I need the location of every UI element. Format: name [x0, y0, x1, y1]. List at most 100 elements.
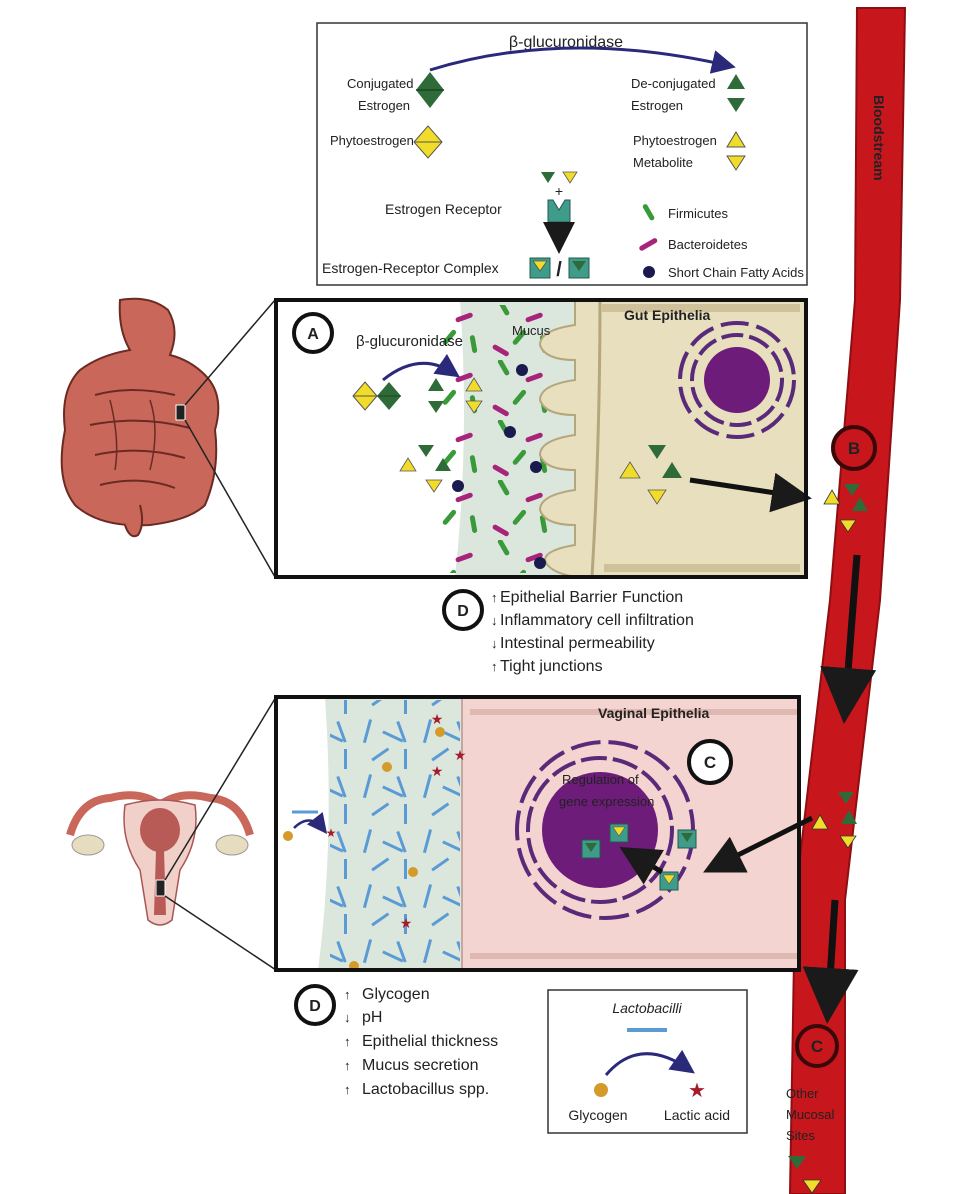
- gut-effect-text-2: Inflammatory cell infiltration: [500, 612, 694, 629]
- lacto-legend-box: [547, 989, 748, 1134]
- vag-zoom-line-bottom: [164, 895, 277, 971]
- blood-triangle-down-green: [788, 1156, 806, 1169]
- vag-effect-text-5: Lactobacillus spp.: [362, 1081, 489, 1098]
- complex-yellow-icon: [529, 257, 551, 279]
- gut-marker-d-circle: [442, 589, 484, 631]
- legend-deconj-l1: De-conjugated: [631, 76, 716, 91]
- conjugated-estrogen-icon: [416, 72, 444, 108]
- deconj-triangle-down-icon: [727, 98, 745, 112]
- gut-zoom-line-bottom: [184, 419, 276, 578]
- blood-estrogen-group-1: [823, 484, 868, 533]
- vag-effect-text-4: Mucus secretion: [362, 1057, 479, 1074]
- lacto-glycogen-label: Glycogen: [568, 1107, 627, 1123]
- vag-effect-arrow-5: ↑: [344, 1082, 351, 1097]
- vag-receptor-complexes: [581, 823, 697, 891]
- vag-effect-arrow-3: ↑: [344, 1034, 351, 1049]
- nucleus-text-line1: Regulation of: [562, 772, 639, 787]
- legend-phyto-label: Phytoestrogen: [330, 133, 414, 148]
- gut-cell-wall: [590, 299, 602, 578]
- glycogen-icon: [594, 1083, 608, 1097]
- svg-text:★: ★: [326, 826, 337, 840]
- receptor-ligand-green-icon: [541, 172, 555, 183]
- legend-phyto-meta-l2: Metabolite: [633, 155, 693, 170]
- bloodstream-label: Bloodstream: [871, 95, 887, 181]
- gut-effect-text-1: Epithelial Barrier Function: [500, 589, 683, 606]
- gut-effect-arrow-3: ↓: [491, 636, 498, 651]
- blood-triangle-down-yellow: [802, 1179, 822, 1194]
- gut-estrogen-molecules: [352, 377, 682, 505]
- gut-bacteria-layer: [440, 305, 560, 573]
- gut-effect-text-4: Tight junctions: [500, 658, 603, 675]
- other-sites-line3: Sites: [786, 1128, 815, 1143]
- deconj-triangle-up-icon: [727, 74, 745, 89]
- other-sites-line2: Mucosal: [786, 1107, 835, 1122]
- legend-slash: /: [556, 259, 562, 281]
- gut-cell-wall-2: [602, 304, 800, 572]
- bacteroidetes-icon: [639, 238, 658, 251]
- gut-to-blood-arrow: [689, 472, 812, 513]
- nucleus-text-line2: gene expression: [559, 794, 654, 809]
- vag-nucleus: [542, 772, 658, 888]
- vag-small-conversion-arrow: [293, 812, 328, 834]
- legend-plus: +: [555, 183, 563, 199]
- svg-text:★: ★: [400, 915, 413, 931]
- vag-effect-text-2: pH: [362, 1009, 382, 1026]
- vag-marker-c-circle: [687, 739, 733, 785]
- lacto-conversion-arrow: [604, 1049, 695, 1076]
- legend-deconj-l2: Estrogen: [631, 98, 683, 113]
- svg-text:★: ★: [431, 711, 444, 727]
- gut-zoom-line-top: [184, 299, 276, 406]
- legend-receptor-label: Estrogen Receptor: [385, 201, 502, 217]
- vag-effect-arrow-2: ↓: [344, 1010, 351, 1025]
- phyto-meta-triangle-up-icon: [726, 131, 746, 148]
- vag-zoom-line-top: [164, 696, 277, 881]
- uterus-illustration: [66, 791, 254, 926]
- svg-text:★: ★: [454, 747, 467, 763]
- legend-conjugated-l1: Conjugated: [347, 76, 414, 91]
- phytoestrogen-icon: [413, 125, 443, 159]
- legend-phyto-meta-l1: Phytoestrogen: [633, 133, 717, 148]
- gut-effects-list: ↑ Epithelial Barrier Function ↓ Inflamma…: [491, 589, 694, 675]
- gut-enzyme-arrow: [382, 353, 460, 382]
- gut-nuclear-membrane-inner: [690, 333, 784, 427]
- complex-green-icon: [568, 257, 590, 279]
- mucus-label: Mucus: [512, 323, 551, 338]
- intestine-illustration: [60, 297, 220, 538]
- vag-effect-text-3: Epithelial thickness: [362, 1033, 498, 1050]
- gut-nucleus: [704, 347, 770, 413]
- vag-marker-d-label: D: [309, 998, 321, 1015]
- legend-complex-label: Estrogen-Receptor Complex: [322, 260, 499, 276]
- blood-estrogen-group-2: [811, 792, 857, 849]
- phyto-meta-triangle-down-icon: [726, 155, 746, 171]
- other-sites-line1: Other: [786, 1086, 819, 1101]
- marker-c-blood-label: C: [811, 1037, 823, 1056]
- legend-scfa: Short Chain Fatty Acids: [668, 265, 804, 280]
- vag-lacto-layer: [330, 700, 460, 966]
- bloodstream-vessel: [788, 7, 907, 1194]
- lactic-acid-icon: ★: [688, 1080, 706, 1102]
- gut-enzyme-label: β-glucuronidase: [356, 333, 463, 350]
- vag-effect-arrow-1: ↑: [344, 987, 351, 1002]
- gut-panel-border: [274, 298, 808, 579]
- gut-nuclear-membrane-outer: [678, 321, 796, 439]
- marker-a-circle: [292, 312, 334, 354]
- lacto-title: Lactobacilli: [612, 1000, 682, 1016]
- lacto-lactic-label: Lactic acid: [664, 1107, 730, 1123]
- gut-marker-d-label: D: [457, 603, 469, 620]
- legend-enzyme-arrow: [429, 46, 736, 74]
- marker-b-circle: [831, 425, 877, 471]
- scfa-icon: [643, 266, 655, 278]
- vag-effect-arrow-4: ↑: [344, 1058, 351, 1073]
- firmicutes-icon: [642, 204, 655, 221]
- gut-epithelia-title: Gut Epithelia: [624, 307, 711, 323]
- legend-bacteroidetes: Bacteroidetes: [668, 237, 748, 252]
- vag-effects-list: ↑ Glycogen ↓ pH ↑ Epithelial thickness ↑…: [344, 986, 498, 1098]
- blood-to-vagina-arrow: [703, 815, 814, 873]
- gut-effect-arrow-2: ↓: [491, 613, 498, 628]
- gut-effect-text-3: Intestinal permeability: [500, 635, 655, 652]
- gut-scfa-dots: [452, 364, 546, 569]
- complex-to-nucleus-arrow: [619, 846, 664, 885]
- gut-villi: [538, 299, 807, 578]
- gut-effect-arrow-4: ↑: [491, 659, 498, 674]
